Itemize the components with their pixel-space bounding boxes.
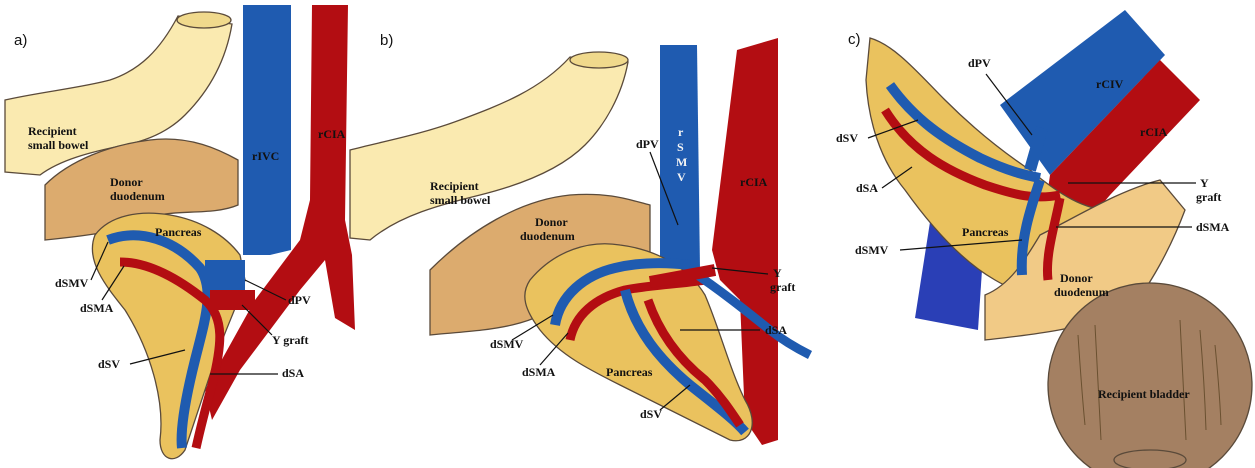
rsmv-label-r: r [678, 125, 684, 139]
pancreas-label: Pancreas [155, 225, 202, 239]
rivc-label: rIVC [252, 149, 279, 163]
rcia-label: rCIA [1140, 125, 1168, 139]
duodenum-label-1: Donor [535, 215, 568, 229]
panel-b-label: b) [380, 32, 393, 49]
bladder-neck [1114, 450, 1186, 468]
dsv-label: dSV [836, 131, 858, 145]
small-bowel-label-1: Recipient [430, 179, 479, 193]
rsmv-label-m: M [676, 155, 687, 169]
ygraft-label: Y graft [272, 333, 309, 347]
ygraft-label-2: graft [770, 280, 795, 294]
duodenum-label-2: duodenum [110, 189, 165, 203]
dsma-label: dSMA [1196, 220, 1230, 234]
panel-a: a) Recipient small bowel Donor duodenum … [5, 5, 355, 459]
panel-c-label: c) [848, 31, 861, 48]
ygraft-label-1: Y [1200, 176, 1209, 190]
duodenum-label-2: duodenum [520, 229, 575, 243]
small-bowel-label-1: Recipient [28, 124, 77, 138]
rcia-label: rCIA [740, 175, 768, 189]
dsmv-label: dSMV [55, 276, 89, 290]
small-bowel-label-2: small bowel [28, 138, 89, 152]
dpv-label: dPV [288, 293, 311, 307]
dsmv-label: dSMV [855, 243, 889, 257]
duodenum-label-2: duodenum [1054, 285, 1109, 299]
ygraft-label-1: Y [773, 266, 782, 280]
bowel-lumen [570, 52, 628, 68]
panel-c: c) dPV rCIV rCIA dSV dSA Y graft dSMA dS… [836, 10, 1252, 468]
dsmv-label: dSMV [490, 337, 524, 351]
dpv-label: dPV [968, 56, 991, 70]
rciv-label: rCIV [1096, 77, 1124, 91]
dsa-label: dSA [282, 366, 304, 380]
dsv-label: dSV [98, 357, 120, 371]
ygraft-connector [210, 290, 255, 310]
small-bowel-label-2: small bowel [430, 193, 491, 207]
rivc-vessel [243, 5, 291, 255]
dsv-label: dSV [640, 407, 662, 421]
dsa-label: dSA [765, 323, 787, 337]
dsma-label: dSMA [522, 365, 556, 379]
dpv-connector [205, 260, 245, 290]
bowel-lumen [177, 12, 231, 28]
rsmv-label-s: S [677, 140, 684, 154]
rsmv-label-v: V [677, 170, 686, 184]
ygraft-label-2: graft [1196, 190, 1221, 204]
rcia-label: rCIA [318, 127, 346, 141]
panel-a-label: a) [14, 32, 27, 49]
panel-b: b) Recipient small bowel Donor duodenum … [350, 32, 810, 445]
pancreas-label: Pancreas [606, 365, 653, 379]
dsa-label: dSA [856, 181, 878, 195]
duodenum-label-1: Donor [1060, 271, 1093, 285]
dpv-label: dPV [636, 137, 659, 151]
bladder-label: Recipient bladder [1098, 387, 1190, 401]
duodenum-label-1: Donor [110, 175, 143, 189]
pancreas-label: Pancreas [962, 225, 1009, 239]
dsma-label: dSMA [80, 301, 114, 315]
